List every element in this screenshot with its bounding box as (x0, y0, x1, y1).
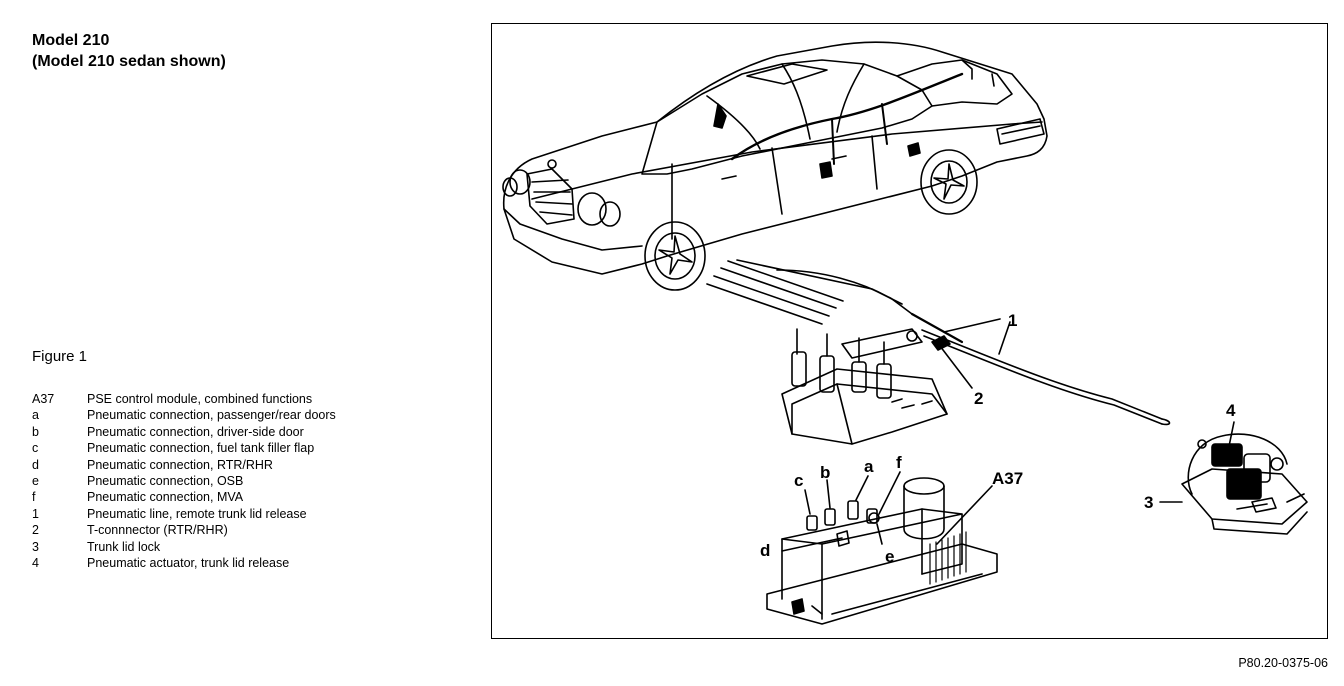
legend-text: Pneumatic connection, MVA (87, 490, 244, 505)
legend-row: 2 T-connnector (RTR/RHR) (32, 522, 336, 538)
legend-text: Pneumatic connection, OSB (87, 474, 244, 489)
legend-row: f Pneumatic connection, MVA (32, 489, 336, 505)
label-a: a (864, 457, 874, 476)
label-c: c (794, 471, 803, 490)
legend-row: 4 Pneumatic actuator, trunk lid release (32, 555, 336, 571)
diagram-frame: 1 2 4 3 (491, 23, 1328, 639)
legend-text: Pneumatic connection, RTR/RHR (87, 457, 273, 472)
legend-row: 1 Pneumatic line, remote trunk lid releas… (32, 506, 336, 522)
legend-key: 1 (32, 506, 39, 521)
legend-key: d (32, 457, 39, 472)
page-title: Model 210 (Model 210 sedan shown) (32, 30, 226, 72)
reference-code: P80.20-0375-06 (1238, 656, 1328, 670)
legend-row: 3 Trunk lid lock (32, 539, 336, 555)
legend-row: d Pneumatic connection, RTR/RHR (32, 457, 336, 473)
legend-key: 2 (32, 523, 39, 538)
title-line-2: (Model 210 sedan shown) (32, 53, 226, 70)
label-4: 4 (1226, 401, 1236, 420)
label-f: f (896, 453, 902, 472)
legend-row: e Pneumatic connection, OSB (32, 473, 336, 489)
label-A37: A37 (992, 469, 1023, 488)
legend-text: Pneumatic line, remote trunk lid release (87, 506, 307, 521)
legend-text: Trunk lid lock (87, 539, 161, 554)
figure-title: Figure 1 (32, 348, 88, 365)
module-leaders (781, 471, 993, 552)
label-e: e (885, 547, 894, 566)
legend-row: a Pneumatic connection, passenger/rear do… (32, 407, 336, 423)
label-3: 3 (1144, 493, 1153, 512)
legend-key: a (32, 408, 39, 423)
leader-2 (939, 345, 973, 389)
legend-key: c (32, 441, 39, 456)
upper-valve-module (781, 328, 951, 445)
legend-row: c Pneumatic connection, fuel tank filler … (32, 440, 336, 456)
legend-key: b (32, 424, 39, 439)
legend-key: 3 (32, 539, 39, 554)
legend-text: T-connnector (RTR/RHR) (87, 523, 228, 538)
label-b: b (820, 463, 830, 482)
legend-key: A37 (32, 392, 55, 406)
legend-text: PSE control module, combined functions (87, 392, 313, 406)
trunk-lid-lock-assembly (1181, 433, 1308, 535)
legend-key: e (32, 474, 39, 489)
label-2: 2 (974, 389, 983, 408)
pse-control-module (766, 477, 998, 625)
leader-4 (1226, 421, 1235, 457)
diagram-drawing: 1 2 4 3 (502, 41, 1308, 625)
legend-key: f (32, 490, 36, 505)
legend-row: b Pneumatic connection, driver-side door (32, 424, 336, 440)
label-d: d (760, 541, 770, 560)
sedan-illustration (502, 41, 1048, 291)
label-1: 1 (1008, 311, 1017, 330)
legend-row: A37 PSE control module, combined function… (32, 391, 336, 407)
legend-text: Pneumatic actuator, trunk lid release (87, 556, 290, 571)
legend-text: Pneumatic connection, passenger/rear doo… (87, 408, 336, 423)
legend: A37 PSE control module, combined function… (32, 391, 336, 571)
legend-text: Pneumatic connection, fuel tank filler f… (87, 441, 315, 456)
pneumatic-lines (706, 259, 1171, 426)
leader-1 (943, 318, 1011, 355)
legend-key: 4 (32, 556, 39, 571)
title-line-1: Model 210 (32, 32, 110, 49)
legend-text: Pneumatic connection, driver-side door (87, 424, 304, 439)
